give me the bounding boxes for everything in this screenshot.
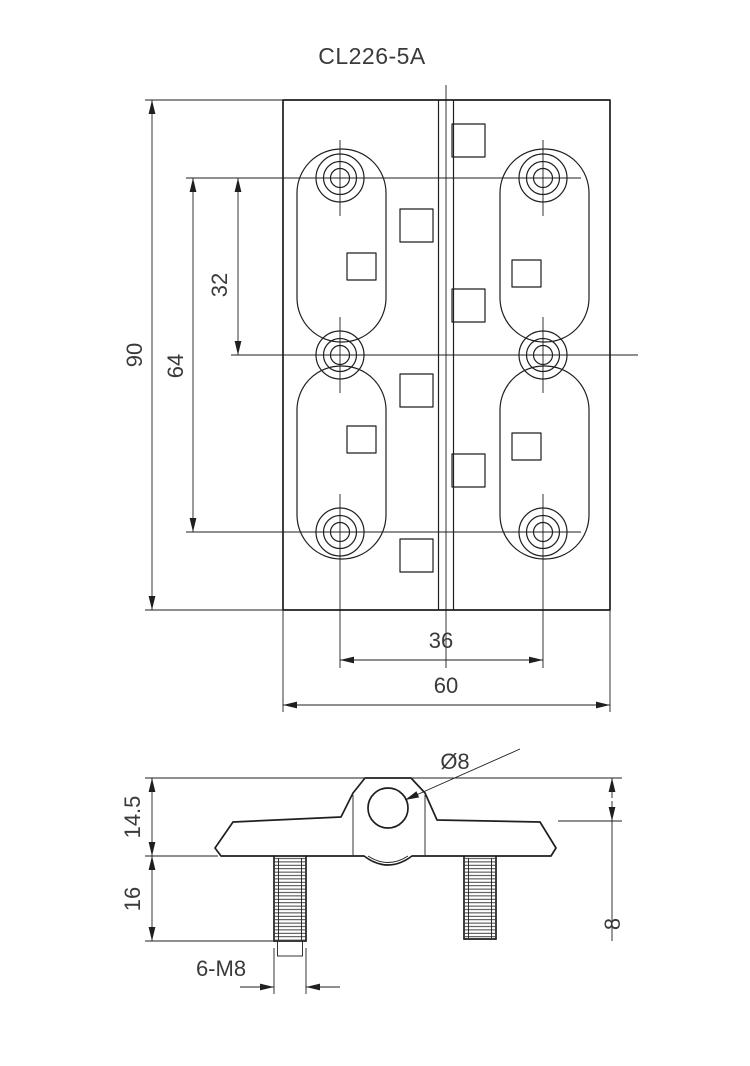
extension-lines-side — [145, 777, 622, 994]
leaf-recesses — [296, 148, 590, 560]
dimension-lines-top — [148, 100, 610, 709]
dim-label-stud-length: 16 — [120, 887, 145, 911]
leaf-profile-details — [352, 795, 426, 863]
dim-label-pitch-inner: 32 — [207, 273, 232, 297]
pin-hole — [367, 787, 409, 829]
extension-lines-top — [145, 99, 611, 712]
centerlines-top — [186, 85, 638, 668]
stud-left — [273, 855, 307, 957]
side-view: Ø8 — [120, 748, 625, 994]
dim-label-stud-thread: 6-M8 — [196, 956, 246, 981]
dim-label-pitch-outer: 64 — [163, 354, 188, 378]
top-view: 90 64 32 36 60 — [122, 85, 638, 712]
dim-label-pin-dia: Ø8 — [440, 749, 469, 774]
dim-label-leaf-height: 14.5 — [120, 796, 145, 839]
dim-label-overall-width: 60 — [434, 673, 458, 698]
dimension-lines-side — [148, 778, 616, 991]
drawing-title: CL226-5A — [318, 43, 426, 69]
pin-dia-leader — [404, 748, 521, 801]
dim-label-hole-span: 36 — [429, 628, 453, 653]
leaf-profile — [214, 777, 557, 866]
dim-label-knuckle-height: 8 — [600, 918, 625, 930]
dim-label-overall-height: 90 — [122, 343, 147, 367]
stud-right — [463, 855, 497, 940]
knuckle-segments — [399, 123, 486, 573]
